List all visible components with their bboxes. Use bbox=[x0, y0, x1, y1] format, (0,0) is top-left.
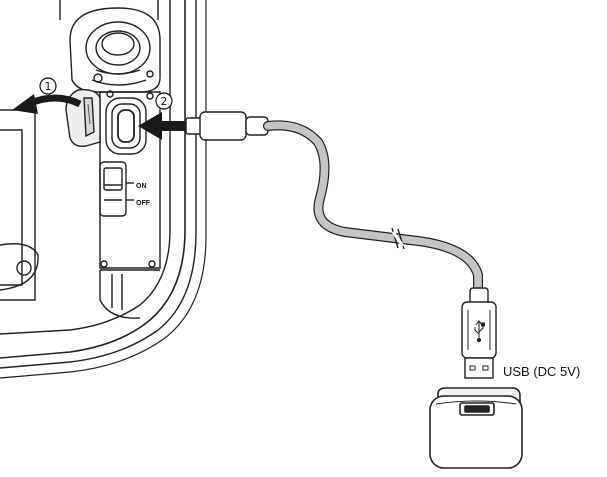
usb-icon bbox=[474, 320, 485, 343]
usb-power-adapter bbox=[429, 387, 523, 469]
switch-on-label: ON bbox=[136, 183, 147, 190]
step-2-number: 2 bbox=[161, 95, 168, 108]
control-panel bbox=[99, 90, 161, 269]
step-2-badge: 2 bbox=[155, 92, 173, 110]
top-dial bbox=[69, 7, 161, 93]
device-body bbox=[0, 0, 207, 379]
usb-cable bbox=[263, 120, 483, 293]
step-2-arrow bbox=[138, 112, 186, 140]
step-1-badge: 1 bbox=[39, 77, 57, 95]
usb-c-plug bbox=[185, 111, 269, 141]
switch-off-label: OFF bbox=[136, 200, 151, 207]
step-1-arrow bbox=[12, 94, 82, 114]
step-1-number: 1 bbox=[45, 80, 52, 93]
usb-adapter-label: USB (DC 5V) bbox=[503, 364, 580, 379]
